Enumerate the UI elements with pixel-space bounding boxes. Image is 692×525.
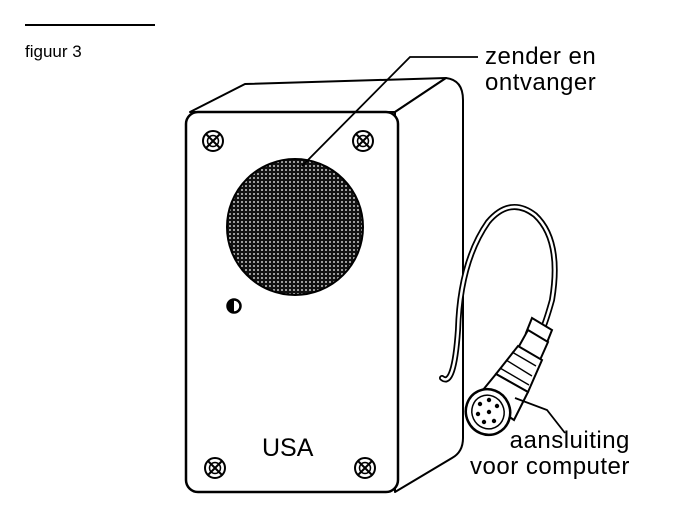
screw-icon: [202, 130, 224, 152]
label-connector-line-1: aansluiting: [509, 427, 630, 454]
leader-line-transceiver: [301, 56, 478, 167]
screw-icon: [204, 457, 226, 479]
connector-plug: [464, 316, 554, 437]
screw-icon: [352, 130, 374, 152]
label-transceiver: zender en ontvanger: [485, 44, 596, 96]
leader-line-connector: [514, 397, 566, 434]
caption-rule: [25, 24, 155, 26]
label-connector-line-2: voor computer: [470, 453, 630, 480]
box-side-face: [394, 77, 464, 493]
speaker-grille: [226, 158, 364, 296]
label-transceiver-line-2: ontvanger: [485, 69, 597, 96]
device-front-label: USA: [262, 434, 314, 462]
indicator-light-icon: [226, 298, 242, 314]
figure-caption: figuur 3: [25, 42, 82, 61]
screw-icon: [354, 457, 376, 479]
label-transceiver-line-1: zender en: [485, 43, 597, 70]
label-connector: aansluiting voor computer: [470, 428, 630, 480]
